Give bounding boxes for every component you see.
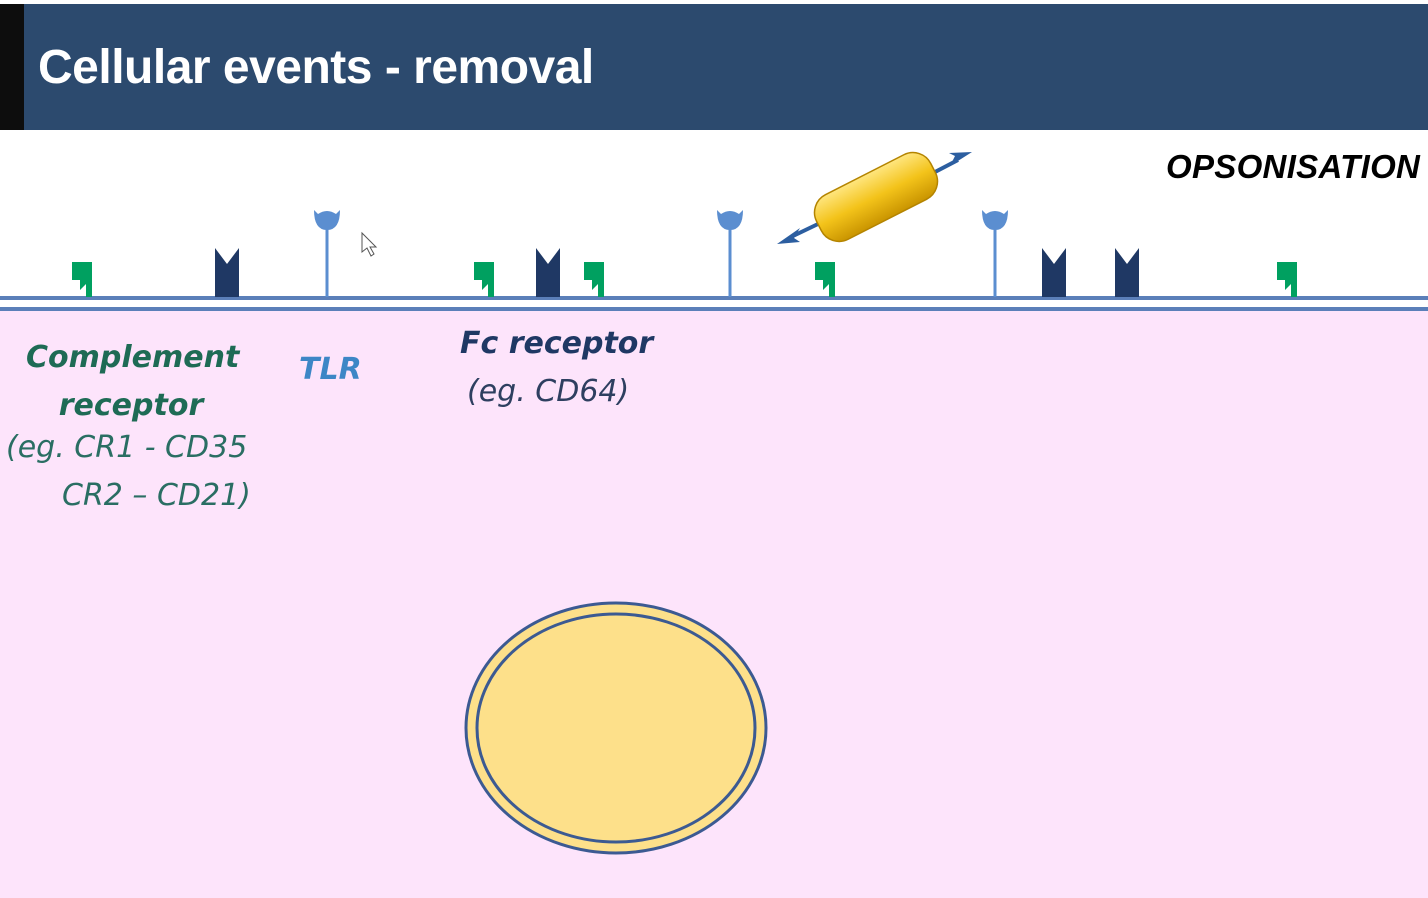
title-accent-bar — [0, 4, 24, 130]
complement-receptor-label: Complement receptor — [26, 340, 240, 423]
title-bar: Cellular events - removal — [0, 4, 1428, 130]
complement-receptor-examples-line2: CR2 – CD21) — [62, 478, 251, 513]
complement-receptor-icon — [584, 262, 604, 297]
fc-receptor-icon — [1042, 248, 1066, 297]
tlr-label: TLR — [299, 352, 362, 387]
complement-receptor-icon — [1277, 262, 1297, 297]
fc-receptor-icon — [1115, 248, 1139, 297]
complement-receptor-icon — [815, 262, 835, 297]
complement-receptor-examples-line1: (eg. CR1 - CD35 — [6, 430, 248, 465]
fc-receptor-label: Fc receptor — [460, 326, 654, 361]
tlr-icon — [314, 210, 340, 297]
complement-receptor-icon — [72, 262, 92, 297]
opsonisation-label: OPSONISATION — [1166, 148, 1421, 185]
complement-receptor-icon — [474, 262, 494, 297]
fc-receptor-example: (eg. CD64) — [467, 374, 630, 409]
pathogen-icon — [813, 151, 939, 243]
antibody-icon — [934, 152, 972, 174]
cell-membrane — [0, 296, 1428, 311]
opsonised-pathogen — [777, 151, 972, 244]
mouse-cursor-icon — [361, 231, 378, 257]
fc-receptor-icon — [215, 248, 239, 297]
slide-title: Cellular events - removal — [38, 41, 594, 94]
fc-receptor-icon — [536, 248, 560, 297]
tlr-icon — [982, 210, 1008, 297]
tlr-icon — [717, 210, 743, 297]
nucleus — [464, 601, 768, 855]
antibody-icon — [777, 222, 819, 244]
